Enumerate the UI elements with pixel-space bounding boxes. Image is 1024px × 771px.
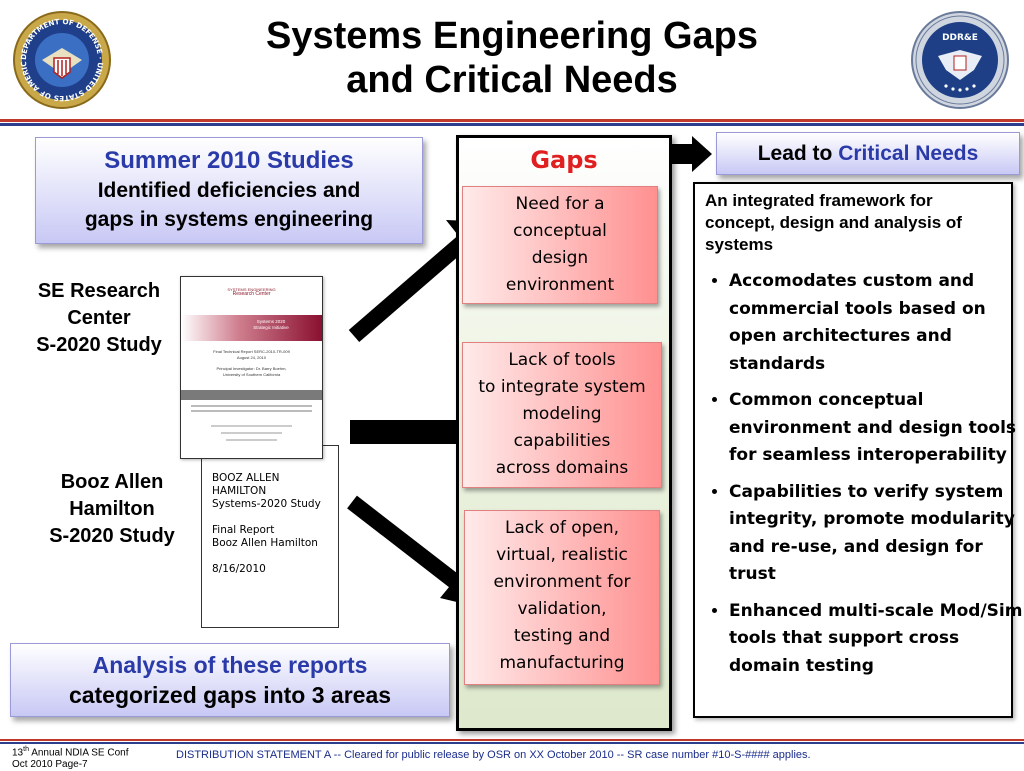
page-title: Systems Engineering Gaps and Critical Ne… — [265, 15, 759, 101]
footer-conference: 13th Annual NDIA SE Conf Oct 2010 Page-7 — [12, 746, 129, 771]
needs-intro: An integrated framework for concept, des… — [705, 191, 962, 254]
se-research-label: SE Research Center S-2020 Study — [36, 280, 162, 356]
svg-text:DDR&E: DDR&E — [942, 33, 978, 43]
arrow-to-critical-needs — [670, 136, 712, 172]
dod-seal-icon: DEPARTMENT OF DEFENSE · UNITED STATES OF… — [9, 3, 112, 115]
critical-needs-box: An integrated framework for concept, des… — [693, 182, 1022, 718]
gap-item-2: Lack of tools to integrate system modeli… — [462, 342, 662, 488]
footer-page: Oct 2010 Page-7 — [12, 759, 88, 771]
booz-allen-report-thumbnail: BOOZ ALLEN HAMILTON Systems-2020 Study F… — [201, 445, 339, 628]
summer-studies-box: Summer 2010 Studies Identified deficienc… — [35, 137, 423, 244]
footer-rule-blue — [0, 742, 1024, 744]
lead-to-critical-needs-box: Lead to Critical Needs — [716, 132, 1020, 175]
gaps-title: Gaps — [530, 146, 598, 174]
need-item: Capabilities to verify system integrity,… — [729, 479, 1024, 589]
serc-report-thumbnail: SYSTEMS ENGINEERING Research Center Syst… — [180, 276, 323, 459]
gap-item-1: Need for a conceptual design environment — [462, 186, 658, 304]
need-item: Accomodates custom and commercial tools … — [729, 268, 1024, 378]
gap-item-3: Lack of open, virtual, realistic environ… — [464, 510, 660, 685]
distribution-statement: DISTRIBUTION STATEMENT A -- Cleared for … — [176, 749, 811, 761]
need-item: Enhanced multi-scale Mod/Sim tools that … — [729, 598, 1024, 681]
footer-rule-red — [0, 739, 1024, 741]
header-rule-blue — [0, 123, 1024, 126]
analysis-box: Analysis of these reports categorized ga… — [10, 643, 450, 717]
need-item: Common conceptual environment and design… — [729, 387, 1024, 470]
header-rule-red — [0, 119, 1024, 122]
needs-list: Accomodates custom and commercial tools … — [705, 268, 1024, 689]
ddre-seal-icon: DDR&E — [910, 10, 1010, 115]
booz-allen-label: Booz Allen Hamilton S-2020 Study — [49, 471, 175, 547]
